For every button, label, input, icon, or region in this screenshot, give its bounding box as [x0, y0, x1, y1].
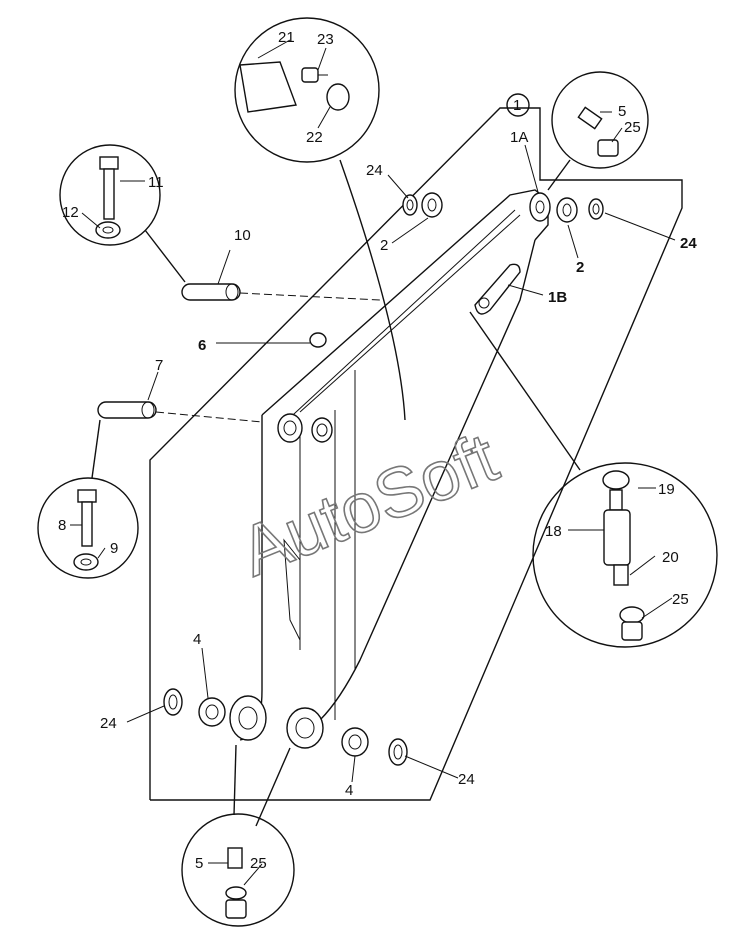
label-2-left: 2: [380, 237, 388, 254]
label-1: 1: [513, 97, 521, 114]
pin-7: [97, 401, 157, 419]
label-9: 9: [110, 540, 118, 557]
pin-10: [181, 283, 241, 301]
label-8: 8: [58, 517, 66, 534]
detail-circle-bolt-11: [59, 144, 186, 283]
label-25-bottom: 25: [250, 855, 267, 872]
label-4-left: 4: [193, 631, 201, 648]
label-24-bottom-right: 24: [458, 771, 475, 788]
label-25-top: 25: [624, 119, 641, 136]
label-6: 6: [198, 337, 206, 354]
bush-2-top-left: [421, 192, 443, 218]
label-5-top: 5: [618, 103, 626, 120]
label-11: 11: [148, 174, 164, 191]
label-7: 7: [155, 357, 163, 374]
label-21: 21: [278, 29, 295, 46]
boom-arm: [229, 189, 551, 749]
label-24-bottom-left: 24: [100, 715, 117, 732]
label-10: 10: [234, 227, 251, 244]
label-20: 20: [662, 549, 679, 566]
label-4-right: 4: [345, 782, 353, 799]
leader-lines: [70, 39, 676, 886]
label-5-bottom: 5: [195, 855, 203, 872]
detail-circle-plate: [234, 17, 406, 421]
label-19: 19: [658, 481, 675, 498]
callout-labels: 1 1A 1B 2 2 4 4 5 5 6 7 8 9 10 11 12 18 …: [58, 29, 697, 872]
washer-24-bottom-right: [388, 738, 408, 766]
washer-24-top-left: [402, 194, 418, 216]
label-18: 18: [545, 523, 562, 540]
washer-24-top-right: [588, 198, 604, 220]
detail-circle-grease-right: [469, 311, 718, 648]
watermark-text: AutoSoft: [230, 418, 508, 591]
label-22: 22: [306, 129, 323, 146]
label-12: 12: [62, 204, 79, 221]
label-24-top-left: 24: [366, 162, 383, 179]
label-23: 23: [317, 31, 334, 48]
label-24-top-right: 24: [680, 235, 697, 252]
detail-circle-grease-bottom: [181, 744, 295, 927]
bush-4-bottom-right: [341, 727, 369, 757]
label-25-right: 25: [672, 591, 689, 608]
washer-24-bottom-left: [163, 688, 183, 716]
label-1a: 1A: [510, 129, 528, 146]
detail-circle-bolt-8: [37, 419, 139, 579]
bush-2-top-right: [556, 197, 578, 223]
detail-circle-grease-top: [547, 71, 649, 191]
callout-circle-1: [506, 93, 530, 117]
bush-4-bottom-left: [198, 697, 226, 727]
label-2-right: 2: [576, 259, 584, 276]
label-1b: 1B: [548, 289, 567, 306]
